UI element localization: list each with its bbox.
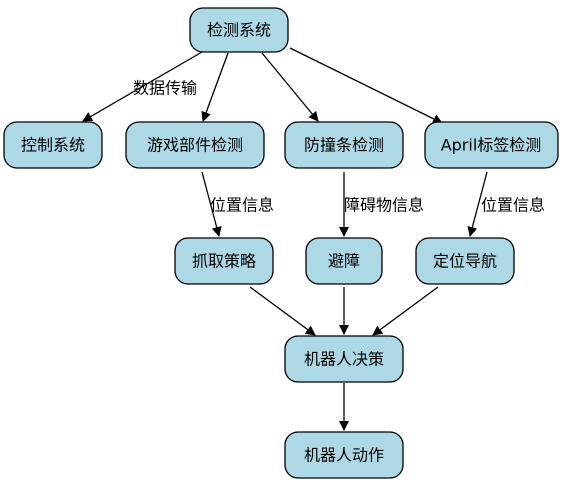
edge-game-parts-to-grasp [201, 171, 222, 237]
edge-detect-to-bumper [261, 52, 319, 122]
edge-april-to-nav [467, 171, 488, 237]
edge-label-obstacle-info: 障碍物信息 [344, 196, 424, 215]
edge-label-position-info-right: 位置信息 [481, 196, 545, 215]
node-robot-action: 机器人动作 [284, 431, 404, 479]
edge-detect-to-control [82, 51, 203, 122]
node-robot-decision: 机器人决策 [284, 335, 404, 383]
node-grasp-strategy: 抓取策略 [174, 237, 274, 285]
edge-labels: 数据传输 位置信息 障碍物信息 位置信息 [133, 79, 545, 215]
node-label: April标签检测 [441, 136, 542, 155]
node-label: 防撞条检测 [304, 136, 384, 155]
edge-label-position-info-left: 位置信息 [210, 196, 274, 215]
edge-detect-to-game-parts [201, 52, 229, 122]
node-label: 游戏部件检测 [147, 136, 243, 155]
node-label: 机器人动作 [304, 446, 384, 465]
edge-grasp-to-decision [249, 286, 316, 336]
node-label: 控制系统 [21, 136, 85, 155]
node-bumper-detection: 防撞条检测 [284, 121, 404, 169]
node-game-parts-detection: 游戏部件检测 [125, 121, 265, 169]
edge-nav-to-decision [372, 286, 439, 336]
node-label: 定位导航 [433, 252, 497, 271]
node-label: 抓取策略 [192, 252, 256, 271]
node-localization-navigation: 定位导航 [415, 237, 515, 285]
edge-detect-to-april [289, 47, 443, 124]
edges [82, 47, 488, 431]
node-label: 机器人决策 [304, 350, 384, 369]
node-label: 避障 [328, 252, 360, 271]
node-control-system: 控制系统 [3, 121, 103, 169]
node-april-tag-detection: April标签检测 [424, 121, 559, 169]
node-detection-system: 检测系统 [189, 7, 289, 53]
edge-label-data-transfer: 数据传输 [133, 79, 197, 98]
node-label: 检测系统 [207, 21, 271, 40]
node-obstacle-avoidance: 避障 [305, 237, 383, 285]
